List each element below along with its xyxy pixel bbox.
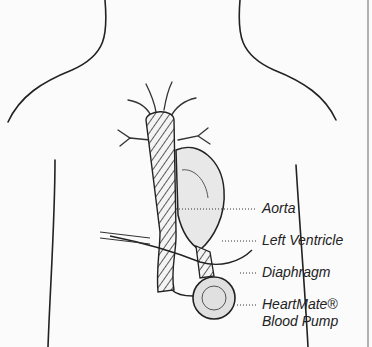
leader-lines [176,209,256,305]
left-ventricle [176,147,224,250]
heart-detail [182,170,208,198]
torso-outline [8,0,336,347]
aorta-graft [146,112,176,292]
pump-detail [202,286,226,310]
part-label: Left Ventricle [262,232,360,249]
frame-edge [367,0,369,347]
driveline [100,232,150,244]
diaphragm-line [110,236,252,264]
part-label: HeartMate® Blood Pump [262,296,360,330]
part-label: Aorta [262,200,360,217]
outflow-join [172,290,193,296]
blood-pump [193,277,235,319]
part-label: Diaphragm [262,264,360,281]
